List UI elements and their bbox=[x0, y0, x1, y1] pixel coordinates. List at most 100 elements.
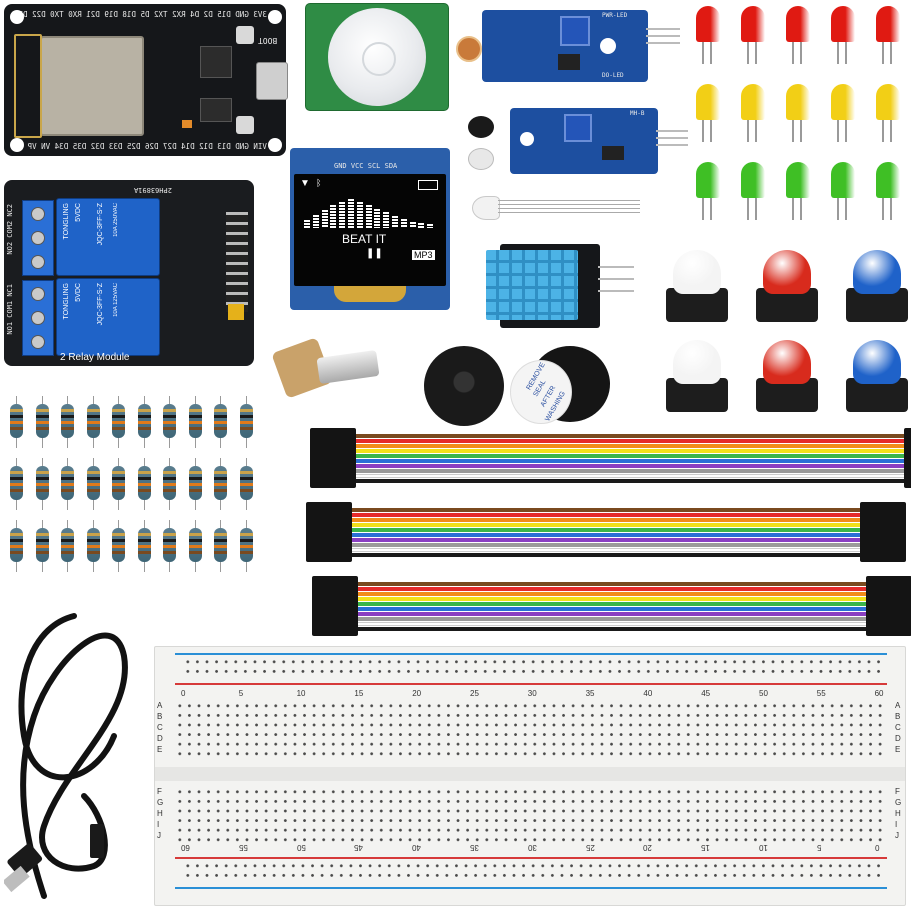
resistor-band bbox=[188, 545, 202, 548]
relay-2: JQC-3FF-S-Z 10A 250VAC 5VDC TONGLING bbox=[56, 198, 160, 276]
resistor-band bbox=[112, 415, 125, 418]
top-rail-red-line bbox=[175, 683, 887, 685]
resistor-leg bbox=[143, 500, 145, 510]
jumper-wire bbox=[346, 538, 866, 542]
esp32-antenna bbox=[14, 34, 42, 138]
resistor-band bbox=[188, 551, 202, 554]
resistor-leg bbox=[220, 458, 221, 468]
row-letter: J bbox=[157, 831, 161, 840]
led-leg bbox=[747, 198, 749, 220]
resistor-leg bbox=[67, 500, 68, 510]
push-button-cap bbox=[673, 250, 721, 294]
resistor-leg bbox=[169, 438, 170, 448]
resistor-band bbox=[61, 551, 74, 554]
resistor-band bbox=[214, 533, 227, 536]
esp32-top-pin-labels: 3V3 GND D15 D2 D4 RX2 TX2 D5 D18 D19 D21… bbox=[14, 10, 267, 19]
resistor-band bbox=[137, 539, 151, 542]
jumper-wire bbox=[346, 513, 866, 517]
equalizer-bar bbox=[321, 209, 328, 228]
usb-cable bbox=[4, 613, 128, 899]
potentiometer bbox=[271, 330, 382, 404]
resistor-band bbox=[188, 477, 202, 480]
resistor-band bbox=[214, 415, 227, 418]
resistor-band bbox=[188, 471, 202, 474]
resistor-band bbox=[239, 533, 253, 536]
column-number: 50 bbox=[296, 843, 306, 852]
rgb-led bbox=[472, 196, 500, 220]
resistor-leg bbox=[41, 500, 43, 510]
resistor-band bbox=[188, 533, 202, 536]
resistor-band bbox=[10, 533, 23, 536]
oled-pin-sda: SDA bbox=[384, 162, 398, 170]
resistor-leg bbox=[194, 458, 196, 468]
resistor-leg bbox=[92, 438, 94, 448]
resistor-band bbox=[35, 409, 49, 412]
resistor-leg bbox=[194, 500, 196, 510]
resistor-band bbox=[112, 545, 125, 548]
dupont-housing-right bbox=[866, 576, 911, 636]
resistor-band bbox=[10, 551, 23, 554]
resistor-band bbox=[112, 471, 125, 474]
ir-sensor-module: MH-B bbox=[510, 108, 658, 174]
resistor-band bbox=[163, 551, 176, 554]
mount-hole-tr bbox=[268, 10, 282, 24]
resistor-band bbox=[35, 477, 49, 480]
resistor-leg bbox=[118, 438, 119, 448]
resistor-band bbox=[61, 471, 74, 474]
ir-emitter bbox=[468, 148, 494, 170]
column-number: 10 bbox=[296, 689, 306, 698]
resistor-leg bbox=[41, 520, 43, 530]
ir-chip bbox=[602, 146, 624, 160]
resistor-band bbox=[137, 477, 151, 480]
resistor-leg bbox=[16, 520, 17, 530]
resistor-leg bbox=[118, 562, 119, 572]
ldr-photoresistor bbox=[456, 36, 482, 62]
dupont-housing-right bbox=[904, 428, 911, 488]
push-button-cap bbox=[763, 250, 811, 294]
jumper-wire bbox=[352, 612, 872, 616]
label-no1: NO1 bbox=[6, 321, 14, 335]
dupont-housing-left bbox=[312, 576, 358, 636]
resistor-band bbox=[137, 545, 151, 548]
resistor-band bbox=[163, 409, 176, 412]
relay-1-model: JQC-3FF-S-Z bbox=[97, 283, 104, 326]
column-number: 35 bbox=[470, 843, 479, 852]
active-buzzer: REMOVE SEAL AFTER WASHING bbox=[508, 346, 610, 426]
label-com1: COM1 bbox=[6, 300, 14, 318]
led bbox=[876, 162, 900, 198]
column-number: 40 bbox=[643, 689, 653, 698]
led bbox=[831, 6, 855, 42]
equalizer-bar bbox=[374, 208, 381, 228]
esp32-shield bbox=[40, 36, 144, 136]
resistor-band bbox=[188, 539, 202, 542]
column-number: 60 bbox=[874, 689, 884, 698]
resistor-band bbox=[10, 427, 23, 430]
equalizer-bar bbox=[304, 220, 310, 228]
resistor-band bbox=[61, 415, 74, 418]
led-leg bbox=[890, 42, 892, 64]
dht11-sensor bbox=[486, 250, 578, 320]
column-number: 25 bbox=[470, 689, 479, 698]
resistor-band bbox=[214, 483, 227, 486]
equalizer-bar bbox=[330, 204, 337, 228]
column-number: 45 bbox=[701, 689, 711, 698]
esp32-bottom-pin-labels: VIN GND D13 D12 D14 D27 D26 D25 D33 D32 … bbox=[14, 142, 267, 151]
pir-sensor bbox=[306, 4, 448, 110]
resistor-band bbox=[137, 421, 151, 424]
oled-pin-gnd: GND bbox=[334, 162, 347, 170]
column-number: 55 bbox=[816, 689, 826, 698]
led bbox=[741, 6, 765, 42]
dupont-housing-right bbox=[860, 502, 906, 562]
resistor-band bbox=[10, 471, 23, 474]
equalizer-bar bbox=[312, 215, 319, 228]
resistor-band bbox=[137, 533, 151, 536]
relay-2-rating: 10A 250VAC bbox=[113, 203, 119, 237]
oled-ribbon bbox=[334, 286, 406, 302]
relay-module: 2PH63891A NO2 COM2 NC2 NO1 COM1 NC1 JQC-… bbox=[4, 180, 254, 366]
center-channel bbox=[155, 767, 905, 781]
resistor-band bbox=[61, 477, 74, 480]
resistor-band bbox=[188, 489, 202, 492]
column-number: 30 bbox=[527, 843, 537, 852]
resistor-band bbox=[163, 545, 176, 548]
